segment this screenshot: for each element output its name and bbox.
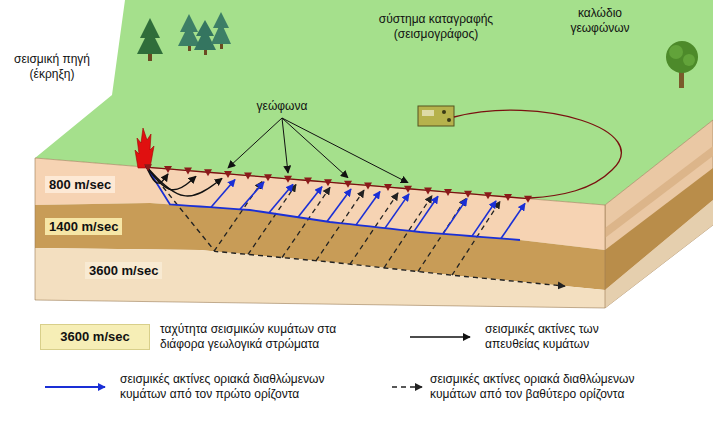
deep-refracted-ray	[282, 187, 330, 257]
velocity-label: 3600 m/sec	[85, 262, 162, 279]
recorder-label: σύστημα καταγραφής (σεισμογράφος)	[371, 12, 501, 42]
geophone-symbol	[264, 174, 272, 181]
geophone-symbol	[384, 184, 392, 191]
geophone-symbol	[224, 171, 232, 178]
geophone-symbol	[364, 182, 372, 189]
legend-deep-ray	[392, 386, 422, 387]
refracted-ray	[472, 201, 496, 236]
source-label: σεισμική πηγή (έκρηξη)	[2, 52, 102, 82]
refracted-ray	[327, 189, 351, 221]
legend-text: σεισμικές ακτίνες οριακά διαθλώμενων κυμ…	[430, 372, 680, 402]
refracted-ray	[385, 194, 409, 228]
geophone-symbol	[424, 187, 432, 194]
leader-line	[282, 118, 288, 173]
leader-line	[282, 118, 408, 183]
geophone-symbol	[464, 191, 472, 198]
velocity-label: 1400 m/sec	[45, 218, 122, 235]
refracted-ray	[443, 199, 467, 234]
legend-direct-ray	[410, 336, 470, 338]
geophone-symbol	[184, 168, 192, 175]
deciduous-tree	[666, 41, 698, 88]
ray-group	[144, 118, 565, 286]
refracted-ray	[146, 166, 520, 240]
geophone-symbol	[404, 186, 412, 193]
geophone-line	[148, 167, 528, 198]
geophone-symbol	[484, 192, 492, 199]
legend-text: σεισμικές ακτίνες των απευθείας κυμάτων	[485, 322, 635, 352]
right-face-layer	[605, 200, 713, 308]
deep-refracted-ray	[248, 185, 296, 255]
pine-tree	[137, 18, 163, 61]
geophone-symbol	[284, 176, 292, 183]
refracted-ray	[501, 203, 525, 238]
geophone-symbol	[144, 164, 152, 171]
geophone-symbol	[524, 196, 532, 203]
geophone-symbol	[304, 178, 312, 185]
refracted-ray	[356, 191, 380, 224]
geophones-label: γεώφωνα	[252, 99, 312, 114]
geophone-symbol	[344, 181, 352, 188]
legend-refracted-ray	[45, 386, 105, 388]
layer-3600	[35, 248, 605, 308]
leader-line	[282, 118, 348, 178]
geophone-symbol	[444, 189, 452, 196]
geophone-symbol	[504, 194, 512, 201]
refracted-ray	[298, 187, 322, 218]
geophone-symbol	[244, 173, 252, 180]
refracted-ray	[240, 182, 264, 209]
leader-line	[228, 118, 282, 168]
geophone-symbol	[164, 166, 172, 173]
legend-text: σεισμικές ακτίνες οριακά διαθλώμενων κυμ…	[120, 372, 360, 402]
geophone-symbol	[204, 169, 212, 176]
velocity-label: 800 m/sec	[45, 176, 115, 193]
seismograph-symbol	[418, 106, 454, 126]
legend-text: ταχύτητα σεισμικών κυμάτων στα διάφορα γ…	[160, 322, 360, 352]
geophone-symbol	[324, 179, 332, 186]
cable-label: καλώδιο γεωφώνων	[560, 6, 640, 36]
legend-sample-label: 3600 m/sec	[40, 324, 150, 350]
deep-refracted-ray	[146, 166, 565, 286]
explosion-symbol	[135, 128, 154, 168]
pine-trees	[178, 12, 231, 55]
geophone-cable	[454, 110, 621, 198]
refracted-ray	[414, 196, 438, 231]
refracted-ray	[269, 184, 293, 213]
front-face-outline	[35, 158, 605, 308]
